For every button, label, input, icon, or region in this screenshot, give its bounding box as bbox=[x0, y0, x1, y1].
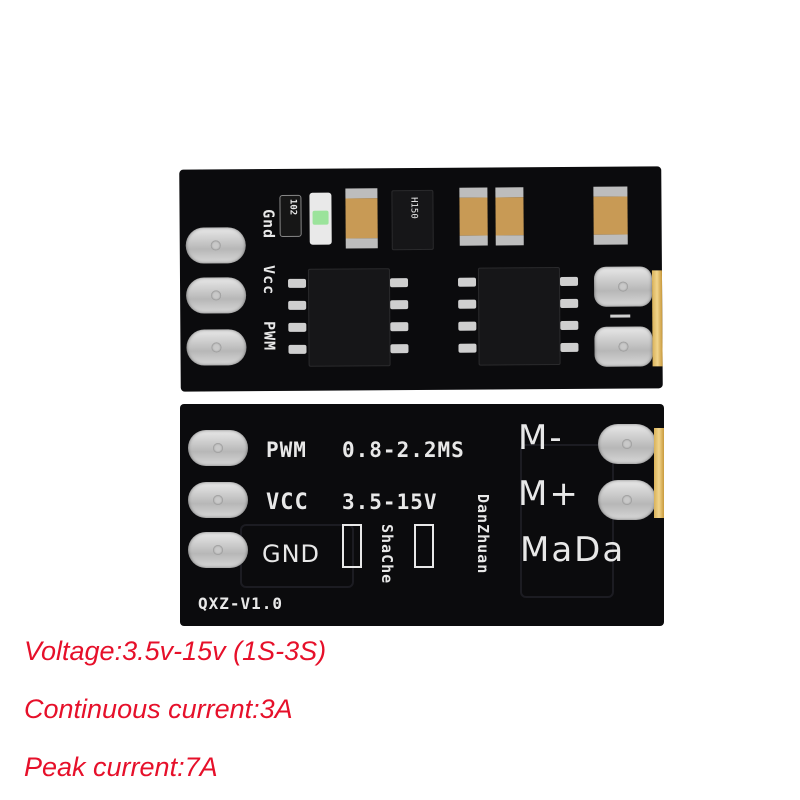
led-component bbox=[309, 192, 332, 245]
spec-voltage: Voltage:3.5v-15v (1S-3S) bbox=[24, 636, 327, 666]
gold-edge-top bbox=[651, 270, 663, 367]
pad-gnd-top bbox=[185, 227, 246, 264]
jumper-shache-left bbox=[342, 524, 362, 568]
transistor-mark: H150 bbox=[408, 197, 419, 219]
pad-vcc-bottom bbox=[188, 482, 248, 518]
pad-vcc-top bbox=[185, 277, 247, 314]
spec-continuous-current: Continuous current:3A bbox=[24, 694, 293, 724]
silk-vcc-range: 3.5-15V bbox=[342, 490, 438, 514]
silk-motor-minus: M- bbox=[518, 418, 564, 458]
pad-motor-plus bbox=[598, 480, 656, 520]
pad-pwm-top bbox=[186, 329, 247, 366]
capacitor-1 bbox=[345, 188, 378, 249]
resistor-102-mark: 102 bbox=[287, 198, 298, 216]
spec-peak-current: Peak current:7A bbox=[24, 752, 218, 782]
silk-brand-mada: MaDa bbox=[520, 530, 626, 570]
capacitor-2 bbox=[459, 187, 488, 246]
silk-shache: ShaChe bbox=[378, 524, 396, 585]
top-pcb-board: Gnd Vcc PWM 102 H150 bbox=[179, 166, 663, 392]
silk-motor-plus: M+ bbox=[518, 474, 580, 514]
silk-vcc-bottom: VCC bbox=[266, 490, 309, 515]
gold-edge-bottom bbox=[654, 428, 664, 518]
silk-danzhuan: DanZhuan bbox=[474, 494, 492, 575]
pad-motor-2-top bbox=[594, 326, 653, 367]
pad-divider bbox=[610, 314, 631, 318]
silk-gnd-bottom: GND bbox=[262, 540, 321, 568]
silk-pwm-range: 0.8-2.2MS bbox=[342, 438, 465, 462]
pad-gnd-bottom bbox=[188, 532, 248, 568]
silk-pwm-top: PWM bbox=[260, 320, 279, 352]
pad-motor-1-top bbox=[593, 266, 653, 307]
capacitor-3 bbox=[495, 187, 524, 246]
silk-version: QXZ-V1.0 bbox=[198, 594, 284, 613]
ic-chip-2 bbox=[477, 267, 561, 366]
bottom-pcb-board: PWM 0.8-2.2MS VCC 3.5-15V GND ShaChe Dan… bbox=[180, 404, 664, 626]
pad-pwm-bottom bbox=[188, 430, 248, 466]
pad-motor-minus bbox=[598, 424, 656, 464]
pcb-trace bbox=[520, 444, 614, 598]
silk-vcc-top: Vcc bbox=[259, 264, 279, 296]
transistor-h150: H150 bbox=[391, 189, 434, 251]
silk-pwm-bottom: PWM bbox=[266, 438, 307, 462]
ic-chip-1 bbox=[307, 268, 391, 367]
capacitor-4 bbox=[593, 186, 628, 245]
silk-gnd-top: Gnd bbox=[259, 209, 278, 240]
jumper-danzhuan-right bbox=[414, 524, 434, 568]
